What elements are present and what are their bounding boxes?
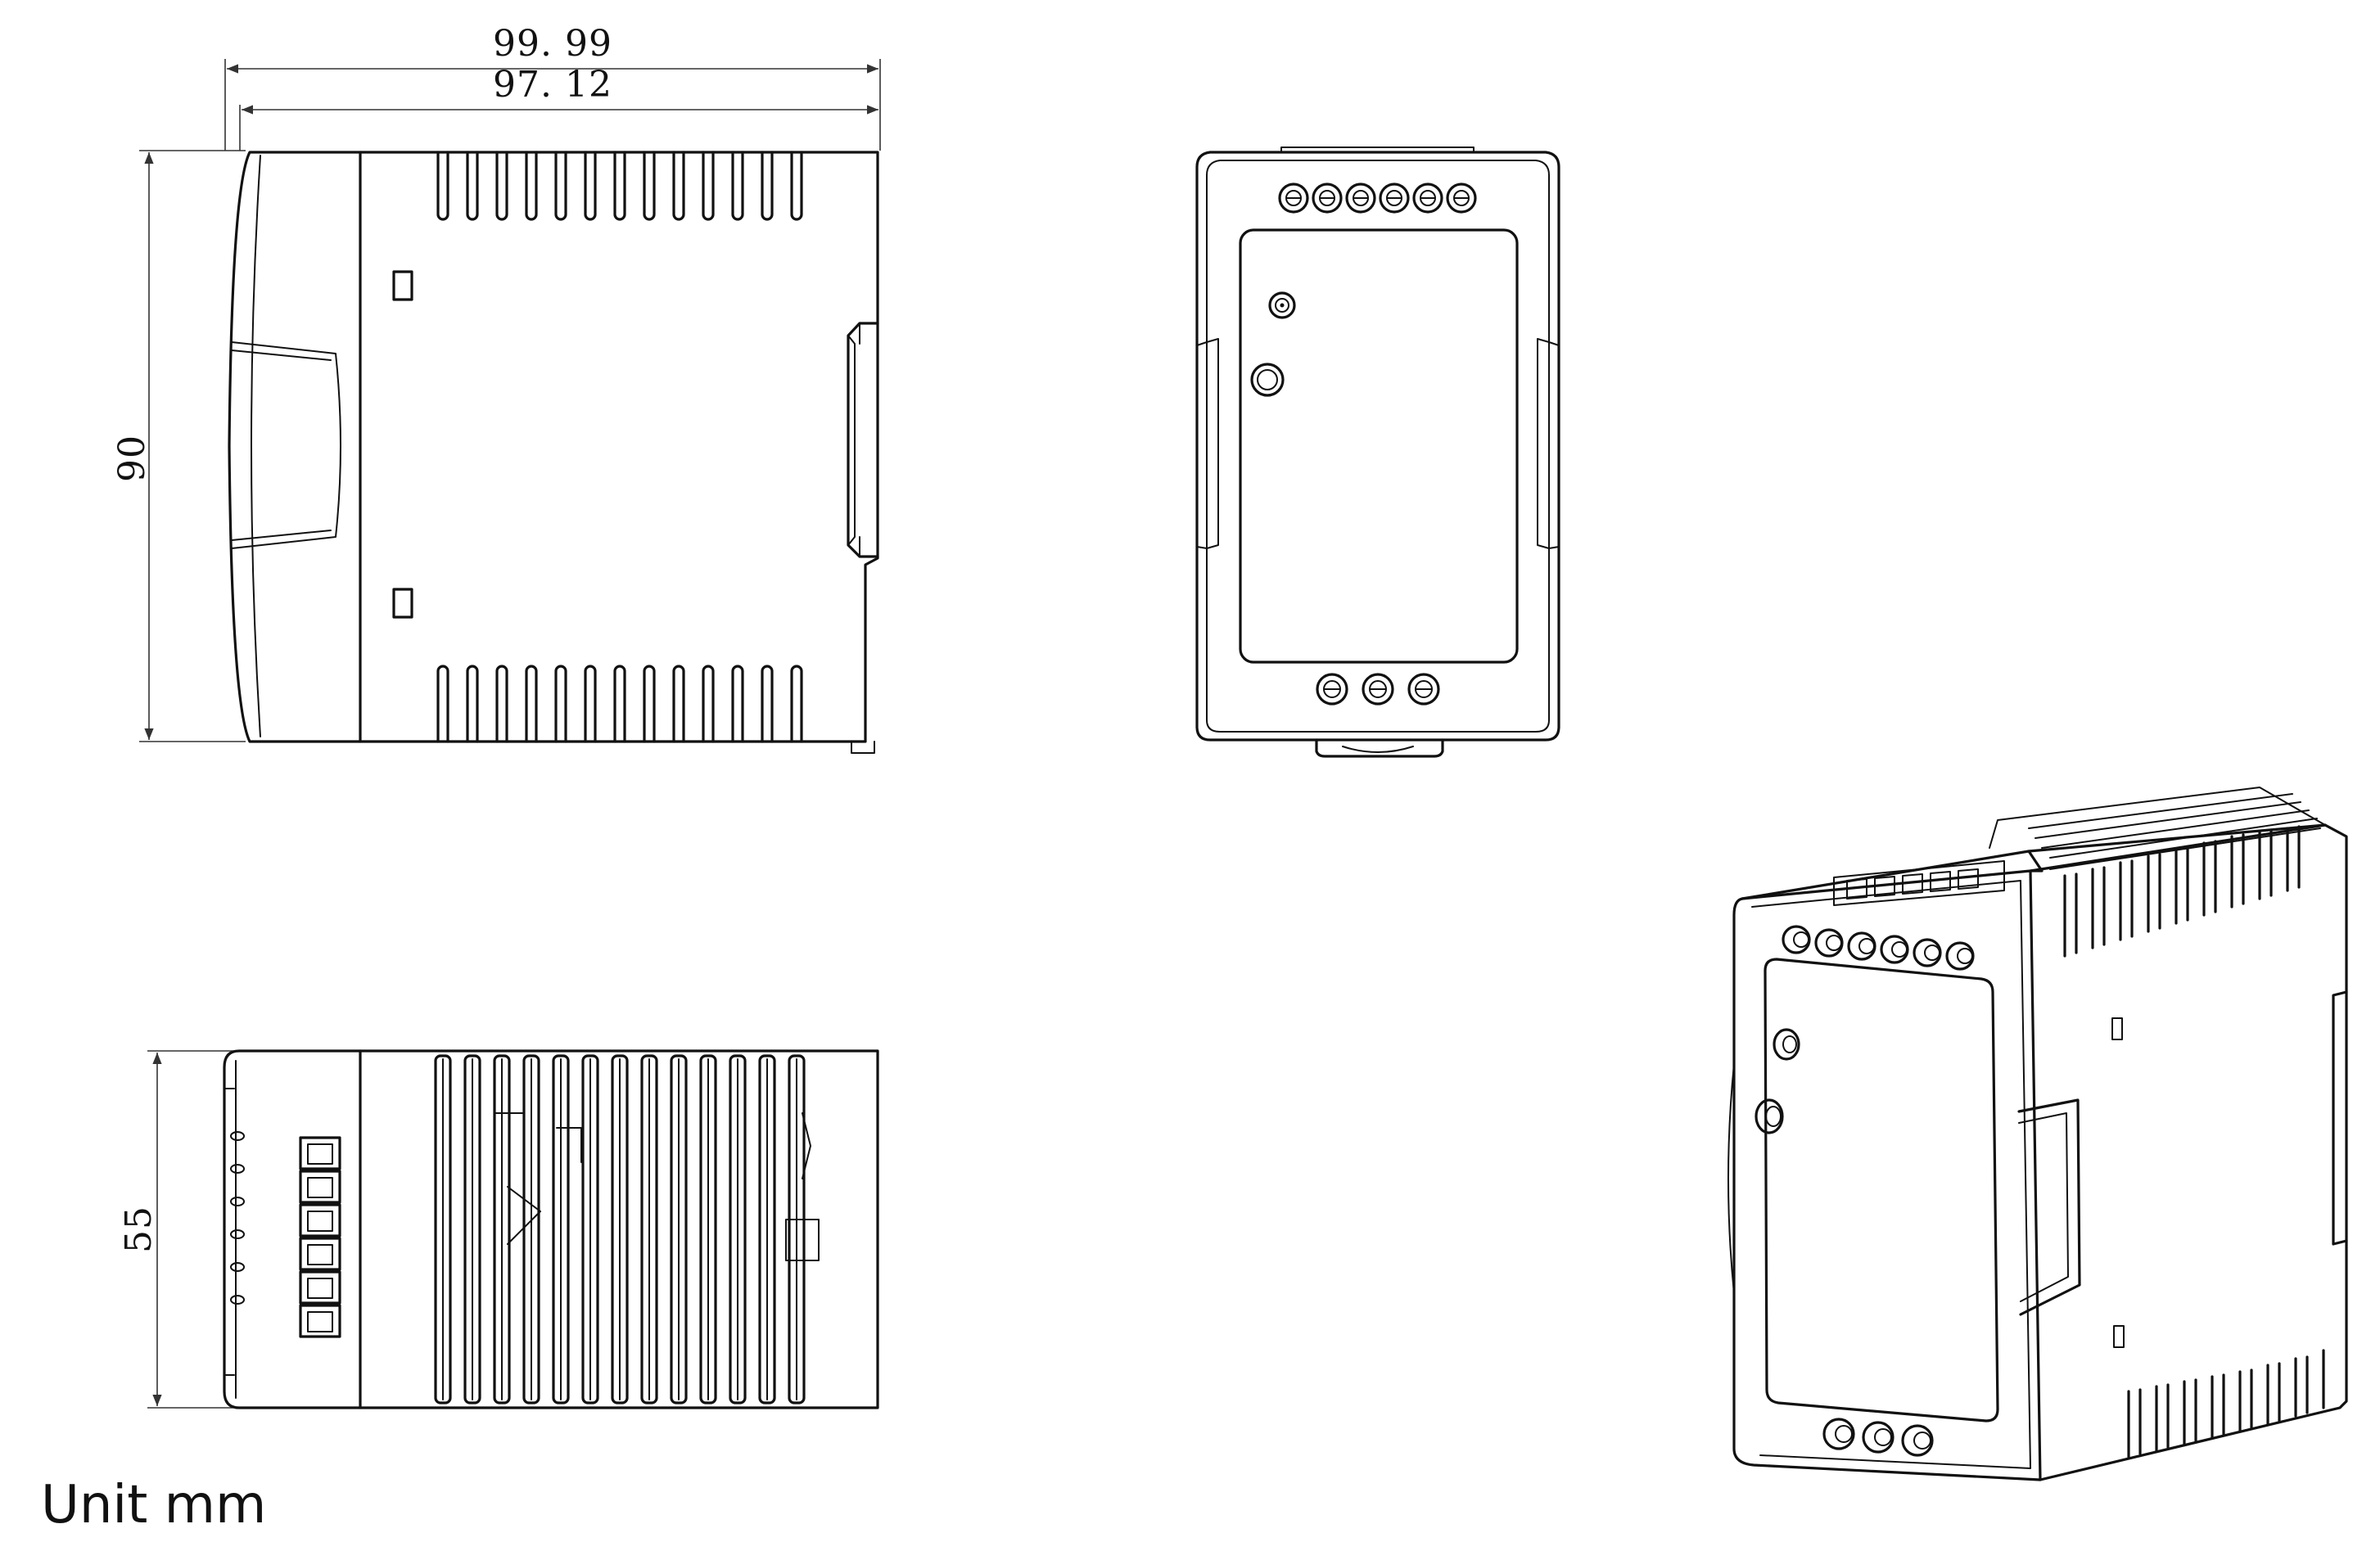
height-dimension: 90	[111, 150, 246, 742]
mount-slot-bottom	[392, 588, 413, 619]
din-clip	[1315, 738, 1444, 758]
iso-housing	[1732, 823, 2348, 1481]
iso-potentiometer	[1773, 1028, 1800, 1061]
adjust-potentiometer	[1268, 291, 1296, 319]
top-terminal-openings	[299, 1136, 341, 1338]
front-view	[1195, 147, 1560, 758]
front-label-panel	[1239, 228, 1519, 664]
iso-side-latch	[2017, 1098, 2081, 1316]
status-led	[1250, 363, 1285, 397]
top-terminals	[1278, 183, 1477, 214]
iso-bottom-terminals	[1822, 1418, 1934, 1457]
iso-label-panel	[1764, 958, 1999, 1423]
iso-top-terminals	[1782, 925, 1975, 971]
housing-outline	[228, 151, 879, 743]
isometric-view	[1727, 787, 2348, 1481]
top-view: 55	[118, 1049, 879, 1409]
front-edge-marks	[230, 1131, 245, 1305]
unit-label: Unit mm	[41, 1475, 266, 1535]
mount-slot-top	[392, 270, 413, 301]
top-housing	[223, 1049, 879, 1409]
height-label: 90	[111, 435, 153, 482]
iso-top-fins	[1989, 787, 2326, 870]
side-view: 99. 99 97. 12 90	[111, 23, 881, 754]
body-width-label: 97. 12	[493, 64, 612, 106]
iso-side-vents-top	[2063, 825, 2301, 958]
iso-side-vents-bottom	[2127, 1349, 2325, 1459]
iso-top-terminal-openings	[1846, 868, 1979, 900]
top-vent-slots	[436, 151, 803, 221]
front-housing	[1195, 151, 1560, 742]
depth-label: 55	[118, 1206, 160, 1253]
depth-dimension: 55	[118, 1050, 246, 1409]
width-dimensions: 99. 99 97. 12	[224, 23, 881, 151]
top-view-vent-slots	[434, 1054, 806, 1404]
iso-led	[1755, 1098, 1784, 1134]
overall-width-label: 99. 99	[493, 23, 612, 65]
bottom-terminals	[1316, 673, 1440, 706]
bottom-vent-slots	[436, 665, 803, 743]
